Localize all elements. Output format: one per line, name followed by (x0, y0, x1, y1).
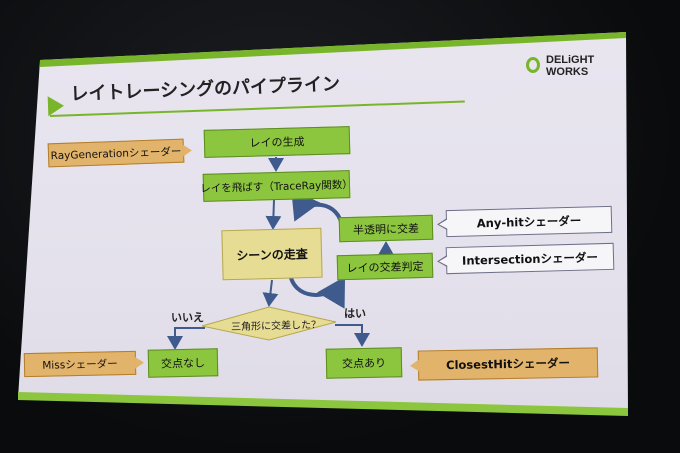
closesthit-shader-tag: ClosestHitシェーダー (417, 347, 599, 381)
no-hit-label: 交点なし (160, 356, 206, 371)
arrow-scene-to-decision (262, 279, 279, 307)
intersection-test-label: レイの交差判定 (346, 259, 424, 275)
semi-transparent-label: 半透明に交差 (352, 221, 420, 237)
anyhit-shader-label: Any-hitシェーダー (476, 213, 582, 230)
trace-ray-label: レイを飛ばす（TraceRay関数） (200, 178, 353, 195)
intersection-test-box: レイの交差判定 (336, 252, 434, 281)
arrow-decision-to-hit (335, 324, 370, 347)
hit-label: 交点あり (341, 356, 387, 371)
no-label: いいえ (171, 311, 204, 324)
scene-traversal-box: シーンの走査 (221, 227, 323, 281)
raygeneration-shader-label: RayGenerationシェーダー (50, 145, 182, 162)
miss-shader-label: Missシェーダー (42, 357, 118, 372)
ray-generation-label: レイの生成 (249, 135, 305, 150)
miss-shader-tag: Missシェーダー (23, 350, 137, 378)
logo-line2: WORKS (546, 66, 589, 78)
semi-transparent-box: 半透明に交差 (338, 214, 434, 243)
arrow-decision-to-miss (167, 327, 205, 350)
loop-arrow-bottom (288, 271, 346, 309)
decision-label: 三角形に交差した？ (230, 319, 322, 334)
hit-box: 交点あり (325, 347, 403, 379)
yes-label: はい (344, 307, 366, 320)
intersection-shader-label: Intersectionシェーダー (461, 249, 599, 268)
anyhit-shader-tag: Any-hitシェーダー (445, 205, 613, 238)
logo-line1: DELiGHT (546, 54, 595, 66)
trace-ray-box: レイを飛ばす（TraceRay関数） (200, 170, 353, 202)
ray-generation-box: レイの生成 (203, 126, 351, 158)
loop-arrow-top (291, 189, 344, 229)
no-hit-box: 交点なし (147, 348, 219, 378)
arrow-trace-to-scene (265, 199, 282, 230)
logo-icon (526, 57, 540, 73)
raygeneration-shader-tag: RayGenerationシェーダー (47, 138, 185, 168)
scene-traversal-label: シーンの走査 (236, 246, 308, 263)
closesthit-shader-label: ClosestHitシェーダー (445, 355, 571, 373)
intersection-shader-tag: Intersectionシェーダー (445, 242, 615, 275)
decision-diamond (201, 306, 337, 341)
